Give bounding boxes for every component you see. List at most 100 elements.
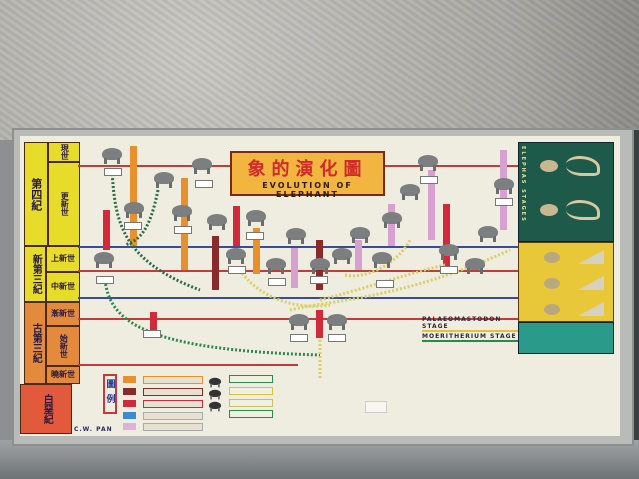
specimen-tag [420, 176, 438, 184]
time-line [78, 364, 298, 366]
epoch-pleistocene: 更新世 [48, 162, 80, 246]
elephant-model [190, 156, 214, 174]
author-signature: C.W. PAN [74, 426, 113, 433]
specimen-tag [143, 330, 161, 338]
tooth-icon [544, 278, 560, 289]
epoch-paleocene: 曉新世 [46, 366, 80, 384]
elephant-model [492, 176, 516, 194]
elephant-model [380, 210, 404, 228]
time-line [78, 297, 518, 299]
jaw-icon [566, 156, 600, 176]
lineage-bar [428, 170, 435, 240]
lineage-bar [130, 146, 137, 246]
legend-entry [229, 387, 273, 395]
elephant-model [398, 182, 422, 200]
epoch-pliocene: 上新世 [46, 246, 80, 272]
epoch-holocene: 現世 [48, 142, 80, 162]
tooth-icon [544, 252, 560, 263]
period-quaternary: 第四紀 [24, 142, 48, 246]
specimen-tag [440, 266, 458, 274]
ceiling [0, 0, 639, 140]
epoch-eocene: 始新世 [46, 326, 80, 366]
time-line [78, 246, 518, 248]
elephant-model [170, 203, 194, 221]
specimen-tag [246, 232, 264, 240]
title-chinese: 象的演化圖 [247, 159, 368, 180]
legend-swatch [123, 376, 136, 383]
period-paleogene: 古第三紀 [24, 302, 46, 384]
elephant-model [224, 246, 248, 264]
lineage-bar [443, 204, 450, 266]
lineage-bar [388, 204, 395, 246]
elephant-model [287, 312, 311, 330]
elephant-model [370, 250, 394, 268]
elephant-model [463, 256, 487, 274]
elephant-model [284, 226, 308, 244]
legend-entry [143, 412, 203, 420]
lineage-bar [253, 228, 260, 274]
lineage-bar [150, 312, 157, 330]
legend-entry [229, 399, 273, 407]
jaw-icon [566, 200, 600, 220]
elephas-stage-label: ELEPHAS STAGES [520, 146, 526, 223]
evolution-path [110, 169, 201, 292]
specimen-tag [268, 278, 286, 286]
legend-entry [143, 423, 203, 431]
stage-moeritherium: MOERITHERIUM STAGE [422, 333, 526, 342]
elephant-model [437, 242, 461, 260]
specimen-tag [495, 198, 513, 206]
specimen-tag [195, 180, 213, 188]
title-english: EVOLUTION OF ELEPHANT [262, 181, 353, 199]
legend-entry [143, 388, 203, 396]
epoch-miocene: 中新世 [46, 272, 80, 302]
epoch-oligocene: 漸新世 [46, 302, 80, 326]
elephant-model [208, 377, 222, 388]
time-line [78, 270, 518, 272]
period-cretaceous: 白堊紀 [20, 384, 72, 434]
elephant-model [348, 225, 372, 243]
elephant-model [205, 212, 229, 230]
specimen-tag [290, 334, 308, 342]
elephant-model [264, 256, 288, 274]
title-plate: 象的演化圖 EVOLUTION OF ELEPHANT [230, 151, 385, 199]
small-placard [365, 401, 387, 413]
specimen-tag [376, 280, 394, 288]
legend-entry [143, 376, 203, 384]
elephant-model [325, 312, 349, 330]
legend-swatch [123, 423, 136, 430]
elephant-model [208, 389, 222, 400]
floor [0, 440, 639, 479]
evolution-path [289, 248, 511, 312]
legend-swatch [123, 388, 136, 395]
specimen-tag [96, 276, 114, 284]
elephant-model [416, 153, 440, 171]
lineage-bar [233, 206, 240, 246]
specimen-tag [328, 334, 346, 342]
elephant-model [476, 224, 500, 242]
legend-entry [229, 410, 273, 418]
elephas-stage-panel [518, 142, 614, 242]
legend-entry [143, 400, 203, 408]
elephant-model [92, 250, 116, 268]
tooth-icon [544, 304, 560, 315]
elephant-model [208, 401, 222, 412]
moeritherium-panel [518, 322, 614, 354]
lineage-bar [291, 248, 298, 288]
elephant-model [244, 208, 268, 226]
evolution-path [238, 269, 331, 308]
elephant-model [308, 256, 332, 274]
lineage-bar [103, 210, 110, 250]
lineage-bar [500, 150, 507, 230]
elephant-model [152, 170, 176, 188]
lineage-bar [355, 240, 362, 270]
tooth-panel: ELEPHAS STAGES [518, 142, 614, 354]
specimen-tag [104, 168, 122, 176]
elephant-model [100, 146, 124, 164]
legend-label: 圖例 [103, 374, 117, 414]
specimen-tag [174, 226, 192, 234]
tooth-icon [540, 160, 558, 172]
lineage-bar [316, 310, 323, 338]
lineage-bar [181, 178, 188, 270]
elephant-model [330, 246, 354, 264]
tooth-icon [540, 204, 558, 216]
